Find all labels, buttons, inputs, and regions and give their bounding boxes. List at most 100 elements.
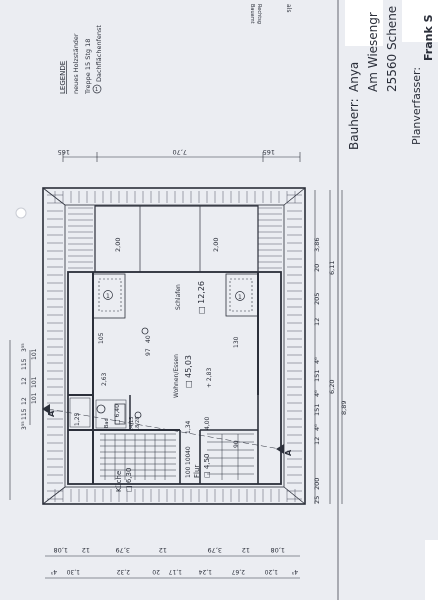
legend-item-3: Dachflächenfenst <box>95 25 103 82</box>
planner-label: Planverfasser: <box>410 67 423 145</box>
legend-marker-number: 1 <box>95 87 98 93</box>
dim-130: 130 <box>233 336 240 348</box>
room-labels: Schlafen □ 12,26 Wohnen/Essen □ 45,03 + … <box>104 281 213 492</box>
stamp-text-2: Rechtsg <box>256 4 262 24</box>
dim-right-9: 205 <box>313 293 321 305</box>
section-arrow-left <box>42 404 50 414</box>
dim-stair-b: 18/28 <box>135 417 141 431</box>
dim-left-0: 3⁵⁵ <box>21 421 28 430</box>
dim-left-1: 115 <box>21 408 28 420</box>
dim-bottom2-3: 20 <box>152 568 160 575</box>
bottom-dimension-rows: 1,08 12 3,79 12 3,79 12 1,08 4⁵ 1,30 2,3… <box>45 546 300 579</box>
legend-item-2: Treppe 15 Stg 18 <box>84 39 92 95</box>
dim-left-2: 12 <box>21 397 28 405</box>
dim-134: 1,34 <box>185 420 192 434</box>
dim-bottom2-1: 1,30 <box>66 568 80 575</box>
stamp-text-1: Bauamt <box>249 4 255 24</box>
roof-inner-outline <box>64 204 285 488</box>
shower-icon <box>114 403 126 425</box>
dim-left-4: 12 <box>21 377 28 385</box>
kitchen-area: □ 6,30 <box>125 468 133 492</box>
left-dimension-chain: 3⁵⁵ 115 12 101 12 115 3⁵⁵ 101 101 <box>9 340 38 500</box>
dim-263: 2,63 <box>101 372 108 386</box>
dim-bottom1-2: 3,79 <box>116 546 130 554</box>
dim-right-0: 25 <box>313 496 321 504</box>
skylight-left: 1 <box>98 278 122 312</box>
dim-bottom2-4: 1,17 <box>168 568 182 575</box>
dim-105: 105 <box>98 332 105 344</box>
right-dimension-chain: 25 200 12 4⁶ 151 4⁶ 151 4⁶ 12 205 20 3,8… <box>313 190 348 504</box>
dim-left-8: 101 <box>31 348 38 360</box>
dim-bottom2-5: 1,24 <box>198 568 212 575</box>
dim-stair-a: 24/15 <box>129 417 135 431</box>
dim-100b: 100 <box>185 453 192 465</box>
dim-right-1: 200 <box>313 478 321 490</box>
skylight-right-marker <box>235 291 245 301</box>
roof-tile-hatching <box>47 191 302 502</box>
dim-top-right: 165 <box>263 148 275 156</box>
interior-dimensions: 105 130 4,00 2,63 90 1,34 100 100 40 1,2… <box>74 332 240 478</box>
bath-name: Bad <box>104 418 110 428</box>
dim-bottom1-4: 3,79 <box>208 546 222 554</box>
dim-right-6: 151 <box>313 370 321 382</box>
section-label-right: A <box>284 449 293 456</box>
dim-right-total-1: 6,20 <box>328 380 336 394</box>
dim-125: 1,25 <box>74 412 81 426</box>
toilet-icon <box>134 411 142 419</box>
dim-40: 40 <box>185 446 192 454</box>
flur-name: Flur <box>193 465 201 478</box>
dim-right-5: 4⁶ <box>313 390 321 397</box>
fixture-icon <box>141 327 149 335</box>
dim-400: 4,00 <box>204 416 211 430</box>
redaction-box-3 <box>425 540 438 600</box>
skylight-right: 1 <box>229 278 253 312</box>
legend-item-1: neues Holzständer <box>72 33 80 94</box>
section-label-left: A <box>47 410 56 417</box>
skylight-right-number: 1 <box>238 294 242 301</box>
skylight-left-number: 1 <box>106 293 110 300</box>
dim-top-center: 7,70 <box>173 148 187 156</box>
dim-left-7: 101 <box>31 376 38 388</box>
planner-name: Frank S <box>422 14 435 61</box>
dim-bottom2-0: 4⁵ <box>50 568 57 575</box>
dim-left-6: 3⁵⁵ <box>21 343 28 352</box>
dim-left-3: 101 <box>31 392 38 404</box>
dim-bottom1-5: 12 <box>242 546 250 554</box>
dim-bottom2-6: 2,67 <box>231 568 245 575</box>
dim-left-5: 115 <box>21 358 28 370</box>
dim-top-left: 165 <box>58 148 70 156</box>
client-name: Anya <box>347 62 361 92</box>
punch-hole <box>15 207 27 219</box>
stair-and-tiles <box>69 397 254 480</box>
client-label: Bauherr: <box>347 98 361 150</box>
dim-right-3: 4⁶ <box>313 424 321 431</box>
dim-90: 90 <box>233 440 240 448</box>
legend-title: LEGENDE <box>59 61 67 94</box>
redaction-box-2 <box>402 0 438 42</box>
legend: LEGENDE neues Holzständer Treppe 15 Stg … <box>59 25 103 95</box>
dim-97: 97 <box>145 348 152 356</box>
dim-right-7: 4⁶ <box>313 357 321 364</box>
legend-marker-circle <box>92 84 102 94</box>
dim-right-total-3: 6,11 <box>328 261 336 275</box>
section-markers: A A <box>42 404 293 456</box>
sink-icon <box>96 404 106 414</box>
roof-plan <box>42 187 306 505</box>
dim-100a: 100 <box>185 466 192 478</box>
dim-bottom2-8: 4⁵ <box>291 568 298 575</box>
storage-partition <box>92 273 126 319</box>
top-dimension: 165 7,70 165 <box>58 148 301 162</box>
bath-area: □ 6,40 <box>114 404 121 425</box>
dim-right-2: 12 <box>313 437 321 445</box>
skylight-left-marker <box>103 290 113 300</box>
main-room-level: + 2,83 <box>206 368 213 388</box>
dim-right-4: 151 <box>313 404 321 416</box>
client-street: Am Wiesengr <box>366 12 380 92</box>
dim-bottom2-7: 1,20 <box>264 568 278 575</box>
outer-wall <box>67 271 282 485</box>
dim-bottom1-0: 1,08 <box>54 546 68 554</box>
redaction-box-1 <box>345 0 383 46</box>
dim-right-8: 12 <box>313 318 321 326</box>
